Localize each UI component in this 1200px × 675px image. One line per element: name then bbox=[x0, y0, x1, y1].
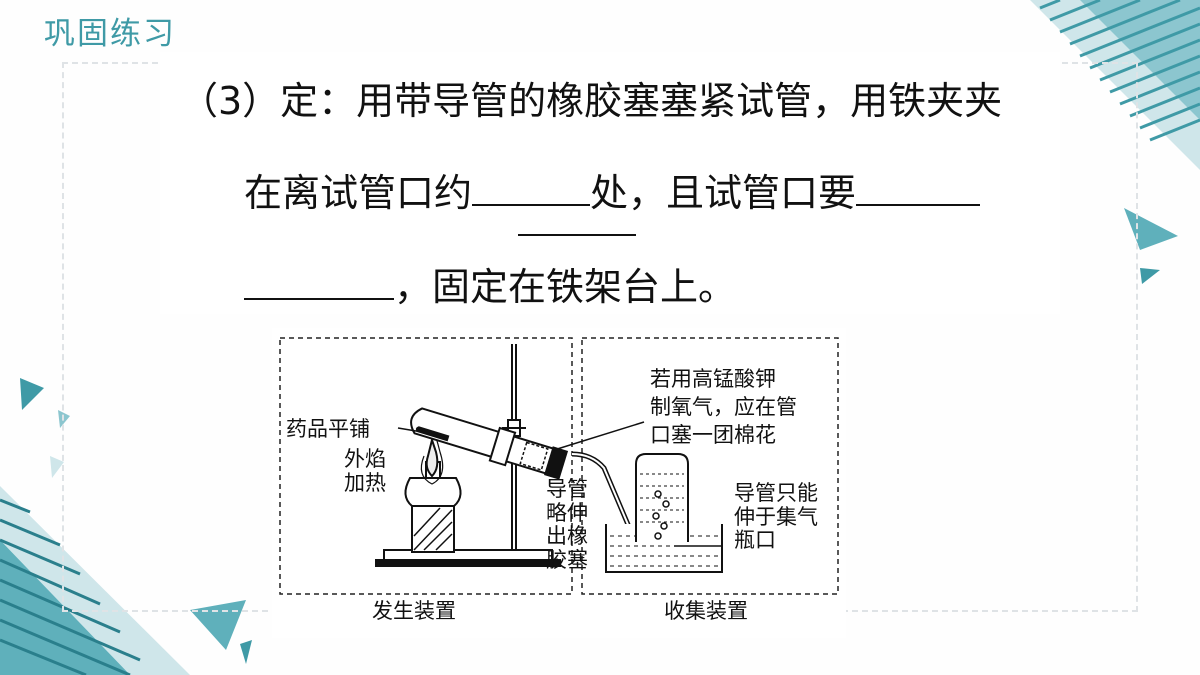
left-triangle-3 bbox=[50, 456, 64, 478]
label-cotton-note-2: 制氧气，应在管 bbox=[650, 395, 797, 419]
iron-stand bbox=[375, 344, 561, 567]
question-line-3: ，固定在铁架台上。 bbox=[244, 264, 736, 306]
line2-suffix: 处，且试管口要 bbox=[590, 171, 857, 215]
top-right-stripes bbox=[1030, 0, 1200, 170]
left-triangle-1 bbox=[20, 378, 44, 410]
answer-blank-2b[interactable] bbox=[518, 200, 636, 236]
caption-generator: 发生装置 bbox=[372, 599, 456, 623]
gas-jar bbox=[635, 453, 689, 542]
answer-blank-2a[interactable] bbox=[856, 170, 981, 206]
apparatus-figure: 药品平铺 外焰加热 导管略伸出橡胶塞 若用高锰酸钾 制氧气，应在管 口塞一团棉花… bbox=[272, 328, 846, 638]
line3-suffix: ，固定在铁架台上。 bbox=[394, 265, 737, 309]
answer-blank-1[interactable] bbox=[472, 170, 591, 206]
bottom-left-triangle-small bbox=[240, 640, 252, 664]
alcohol-burner bbox=[404, 425, 462, 553]
label-outer-flame: 外焰加热 bbox=[344, 447, 386, 495]
section-title: 巩固练习 bbox=[44, 16, 176, 52]
label-tube-mouth: 导管只能伸于集气瓶口 bbox=[734, 481, 818, 553]
label-drug-flat: 药品平铺 bbox=[286, 417, 370, 441]
left-triangle-2 bbox=[58, 410, 70, 428]
test-tube bbox=[410, 407, 569, 480]
question-line-2: 在离试管口约 处，且试管口要 bbox=[244, 170, 981, 215]
generator-box bbox=[279, 337, 573, 595]
label-cotton-note-1: 若用高锰酸钾 bbox=[650, 367, 776, 391]
question-line-1: （3）定：用带导管的橡胶塞塞紧试管，用铁夹夹 bbox=[180, 79, 1003, 123]
answer-blank-2c[interactable] bbox=[244, 264, 394, 300]
bottom-left-stripes bbox=[0, 486, 190, 675]
leader-lines bbox=[397, 421, 722, 547]
right-triangle-small bbox=[1140, 268, 1160, 284]
label-tube-slightly-out: 导管略伸出橡胶塞 bbox=[546, 477, 588, 572]
label-cotton-note-3: 口塞一团棉花 bbox=[650, 423, 776, 447]
apparatus-drawing bbox=[279, 337, 839, 595]
caption-collector: 收集装置 bbox=[664, 599, 748, 623]
collector-box bbox=[581, 337, 839, 595]
bottom-left-triangle bbox=[190, 600, 246, 650]
line2-prefix: 在离试管口约 bbox=[244, 171, 473, 215]
question-text-box: （3）定：用带导管的橡胶塞塞紧试管，用铁夹夹 在离试管口约 处，且试管口要 ，固定… bbox=[160, 52, 1060, 314]
